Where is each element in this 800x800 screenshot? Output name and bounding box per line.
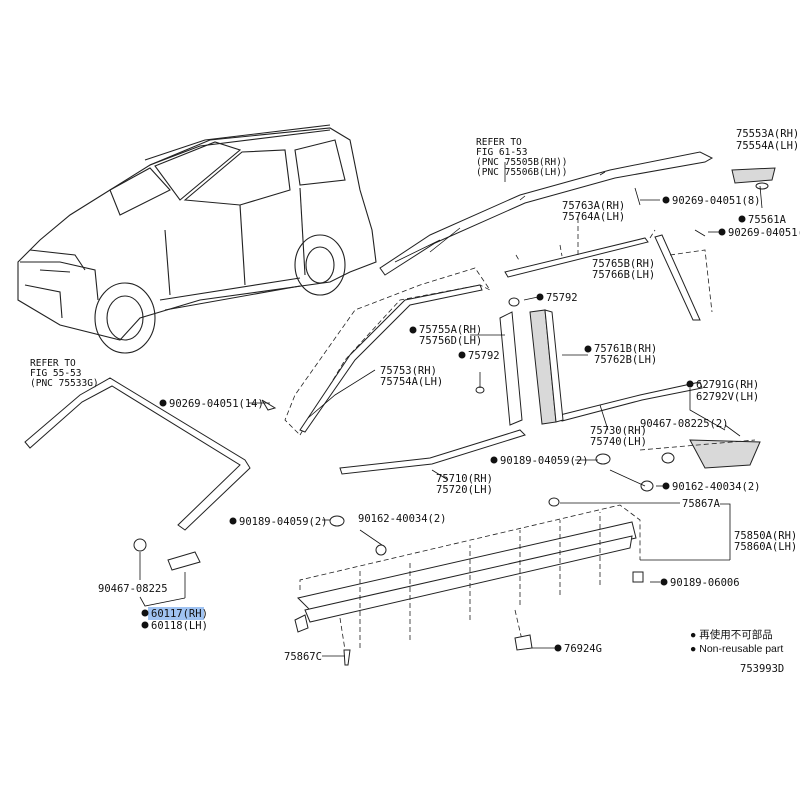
pillar-garnish-group (475, 297, 564, 426)
label-90467-2: 90467-08225(2) (640, 418, 729, 430)
label-90189-2-left: 90189-04059(2) (239, 516, 328, 528)
roof-rail-group (379, 151, 776, 276)
label-75792-top: 75792 (546, 292, 578, 304)
label-75867A: 75867A (682, 498, 721, 510)
windshield-moulding (24, 377, 251, 531)
label-90189-06006: 90189-06006 (670, 577, 740, 589)
label-90162-2-left: 90162-40034(2) (358, 513, 447, 525)
part-labels: REFER TO FIG 61-53 (PNC 75505B(RH)) (PNC… (30, 128, 800, 663)
label-75761: 75761B(RH) 75762B(LH) (594, 343, 664, 366)
leader-lines (139, 162, 763, 657)
label-75850: 75850A(RH) 75860A(LH) (734, 530, 800, 553)
label-90467: 90467-08225 (98, 583, 168, 595)
misc-parts (133, 399, 761, 571)
selected-part-highlight (148, 607, 204, 620)
rocker-moulding-group (294, 504, 644, 666)
label-75710: 75710(RH) 75720(LH) (436, 473, 499, 496)
label-75755: 75755A(RH) 75756D(LH) (419, 324, 489, 347)
windshield-ref-label: REFER TO FIG 55-53 (PNC 75533G) (30, 358, 99, 389)
legend-non-reusable-jp: ● 再使用不可部品 (690, 628, 773, 641)
label-62791: 62791G(RH) 62792V(LH) (696, 379, 766, 403)
label-75867C: 75867C (284, 651, 322, 663)
legend-non-reusable-en: ● Non-reusable part (690, 643, 783, 655)
label-76924: 76924G (564, 643, 602, 655)
label-75553: 75553A(RH) 75554A(LH) (736, 128, 800, 152)
label-75753: 75753(RH) 75754A(LH) (380, 365, 443, 388)
label-90269-14: 90269-04051(14) (169, 398, 264, 410)
diagram-id: 753993D (740, 663, 784, 675)
label-90269-6: 90269-04051(6) (728, 227, 800, 239)
label-75792-mid: 75792 (468, 350, 500, 362)
label-90269-8: 90269-04051(8) (672, 195, 761, 207)
legend: ● 再使用不可部品 ● Non-reusable part (690, 628, 783, 655)
label-60118: 60118(LH) (151, 620, 208, 632)
label-75763: 75763A(RH) 75764A(LH) (562, 200, 632, 223)
label-90162-2-right: 90162-40034(2) (672, 481, 761, 493)
upper-moulding-group (339, 218, 713, 475)
label-75730: 75730(RH) 75740(LH) (590, 425, 653, 448)
label-90189-2-top: 90189-04059(2) (500, 455, 589, 467)
label-60117[interactable]: 60117(RH) (151, 608, 208, 620)
label-75765: 75765B(RH) 75766B(LH) (592, 258, 662, 281)
label-75561: 75561A (748, 214, 787, 226)
door-frame-outline (284, 267, 492, 436)
vehicle-illustration (17, 124, 377, 354)
roof-ref-label: REFER TO FIG 61-53 (PNC 75505B(RH)) (PNC… (476, 137, 573, 178)
